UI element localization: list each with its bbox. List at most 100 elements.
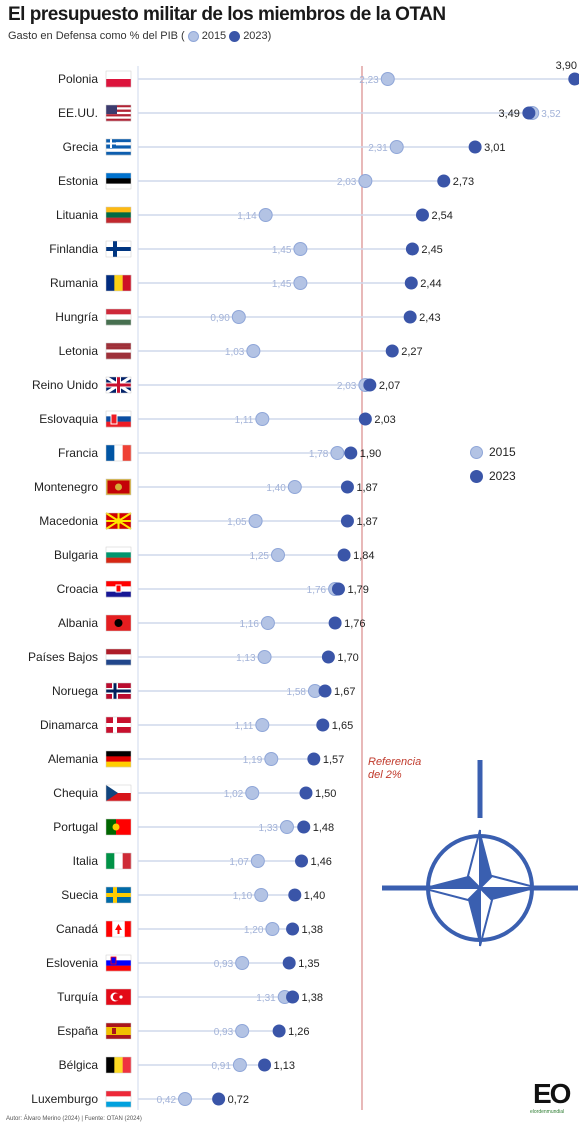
country-label: Montenegro bbox=[34, 480, 98, 494]
point-2015 bbox=[260, 616, 275, 630]
country-label: Bulgaria bbox=[54, 548, 98, 562]
point-2015 bbox=[271, 548, 285, 562]
flag-chequia-stripe bbox=[106, 785, 131, 794]
flag-suecia-cross-h bbox=[106, 893, 131, 897]
point-2023 bbox=[358, 412, 372, 426]
value-label-2023: 1,38 bbox=[302, 924, 323, 936]
country-label: EE.UU. bbox=[58, 106, 98, 120]
flag-espana-bottom bbox=[106, 1035, 131, 1039]
flag-canada-leaf bbox=[115, 924, 122, 934]
flag-eslovaquia-shield bbox=[110, 413, 118, 425]
country-label: Francia bbox=[58, 446, 98, 460]
value-label-2023: 1,35 bbox=[298, 958, 319, 970]
value-label-2023: 2,45 bbox=[421, 244, 442, 256]
point-2015 bbox=[250, 854, 265, 868]
country-label: Eslovenia bbox=[46, 956, 98, 970]
flag-eslovaquia-stripe bbox=[106, 416, 131, 422]
point-2015 bbox=[293, 276, 308, 290]
point-2015 bbox=[245, 786, 260, 800]
country-label: Reino Unido bbox=[32, 378, 98, 392]
flag-luxemburgo-stripe bbox=[106, 1096, 131, 1102]
point-2015 bbox=[235, 1024, 250, 1038]
point-2023 bbox=[295, 854, 309, 868]
flag-border bbox=[105, 614, 132, 632]
flag-portugal-emblem bbox=[112, 823, 120, 831]
value-label-2015: 1,33 bbox=[258, 823, 278, 834]
value-label-2023: 1,38 bbox=[302, 992, 323, 1004]
value-label-2023: 1,87 bbox=[356, 482, 377, 494]
point-2023 bbox=[437, 174, 451, 188]
flag-espana-top bbox=[106, 1023, 131, 1027]
flag-border bbox=[105, 1090, 132, 1108]
value-label-2023: 2,27 bbox=[401, 346, 422, 358]
flag-croacia-shield bbox=[115, 584, 122, 593]
flag-border bbox=[105, 818, 132, 836]
value-label-2023: 2,43 bbox=[419, 312, 440, 324]
point-2015 bbox=[358, 174, 373, 188]
flag-portugal-red bbox=[116, 819, 131, 835]
flag-hungria-stripe bbox=[106, 309, 131, 315]
flag-chequia-triangle bbox=[106, 785, 118, 801]
legend-item-2015: 2015 bbox=[470, 440, 516, 464]
flag-espana-shield bbox=[112, 1028, 116, 1034]
country-label: Chequia bbox=[53, 786, 98, 800]
country-label: Estonia bbox=[58, 174, 98, 188]
value-label-2015: 0,90 bbox=[210, 313, 230, 324]
value-label-2015: 0,91 bbox=[211, 1061, 231, 1072]
country-label: Noruega bbox=[52, 684, 98, 698]
value-label-2023: 3,01 bbox=[484, 142, 505, 154]
flag-francia-stripe bbox=[122, 445, 132, 461]
flag-lituania-stripe bbox=[106, 207, 131, 213]
value-label-2023: 1,46 bbox=[311, 856, 332, 868]
flag-luxemburgo-stripe bbox=[106, 1091, 131, 1097]
flag-border bbox=[105, 1022, 132, 1040]
flag-finlandia-cross-h bbox=[106, 247, 131, 251]
flag-usa-stripe bbox=[106, 109, 131, 113]
point-2015 bbox=[264, 752, 279, 766]
flag-alemania-stripe bbox=[106, 761, 131, 768]
flag-border bbox=[105, 308, 132, 326]
flag-border bbox=[105, 920, 132, 938]
value-label-2015: 2,31 bbox=[368, 143, 388, 154]
flag-border bbox=[105, 512, 132, 530]
point-2023 bbox=[272, 1024, 286, 1038]
country-label: Lituania bbox=[56, 208, 98, 222]
chart-subtitle: Gasto en Defensa como % del PIB ( 2015 2… bbox=[8, 30, 271, 42]
flag-grecia-stripe bbox=[106, 145, 131, 149]
point-2023 bbox=[282, 956, 296, 970]
flag-border bbox=[105, 342, 132, 360]
footer-credits: Autor: Álvaro Merino (2024) | Fuente: OT… bbox=[6, 1116, 142, 1122]
value-label-2023: 1,13 bbox=[274, 1060, 295, 1072]
flag-canada-stripe bbox=[112, 921, 119, 937]
point-2015 bbox=[248, 514, 263, 528]
point-2023 bbox=[468, 140, 482, 154]
value-label-2023: 2,54 bbox=[431, 210, 452, 222]
flag-border bbox=[105, 206, 132, 224]
value-label-2015: 0,93 bbox=[214, 959, 234, 970]
point-2023 bbox=[299, 786, 313, 800]
point-2015 bbox=[389, 140, 404, 154]
flag-italia-stripe bbox=[106, 853, 115, 869]
country-label: Letonia bbox=[59, 344, 99, 358]
point-2023 bbox=[286, 990, 300, 1004]
flag-espana-middle bbox=[106, 1027, 131, 1035]
value-label-2015: 2,03 bbox=[337, 381, 357, 392]
country-label: Luxemburgo bbox=[31, 1092, 98, 1106]
point-2023 bbox=[258, 1058, 272, 1072]
point-2023 bbox=[297, 820, 311, 834]
flag-eslovenia-stripe bbox=[106, 955, 131, 961]
flag-eslovaquia-stripe bbox=[106, 411, 131, 417]
value-label-2023: 1,57 bbox=[323, 754, 344, 766]
flag-hungria-stripe bbox=[106, 314, 131, 320]
flag-portugal-green bbox=[106, 819, 116, 835]
value-label-2023: 2,44 bbox=[420, 278, 441, 290]
country-label: España bbox=[57, 1024, 98, 1038]
country-label: Alemania bbox=[48, 752, 98, 766]
value-label-2015: 1,25 bbox=[250, 551, 270, 562]
reference-annotation: Referencia del 2% bbox=[368, 756, 421, 782]
flag-paises-bajos-stripe bbox=[106, 649, 131, 655]
flag-eslovaquia-stripe bbox=[106, 421, 131, 428]
point-2015 bbox=[380, 72, 395, 86]
flag-border bbox=[105, 954, 132, 972]
flag-bulgaria-stripe bbox=[106, 557, 131, 564]
